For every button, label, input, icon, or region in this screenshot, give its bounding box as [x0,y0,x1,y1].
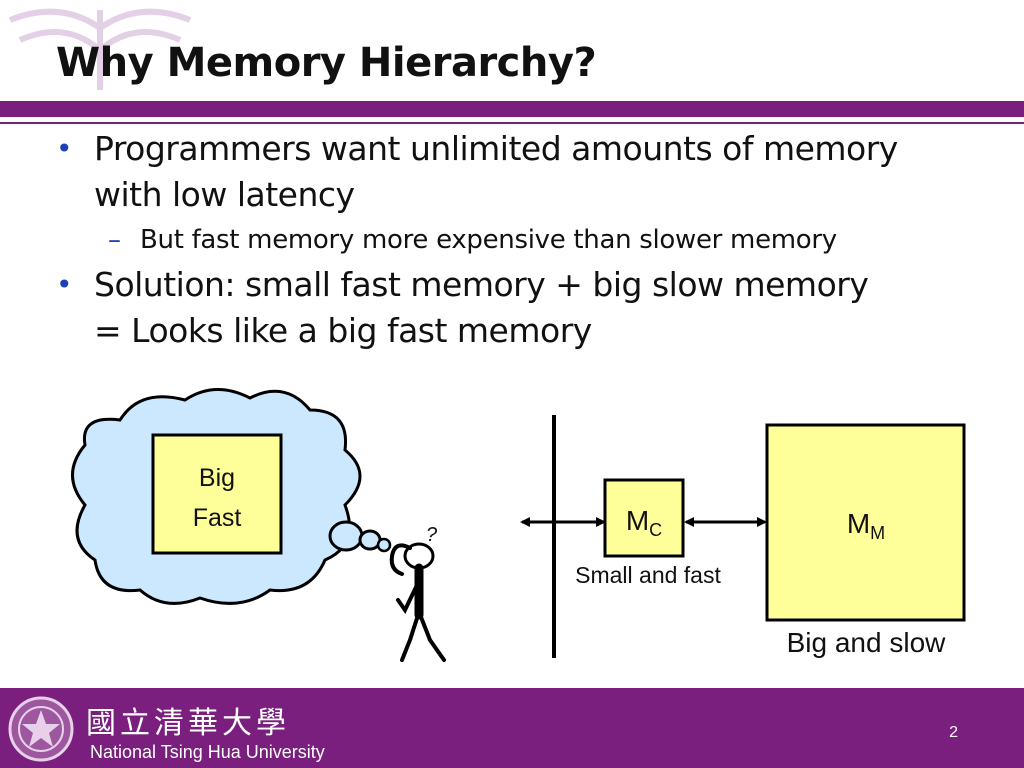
university-logo-watermark [8,8,192,90]
bullet-item: • Programmers want unlimited amounts of … [56,126,996,218]
title-bar [0,101,1024,117]
bullet-item: • Solution: small fast memory + big slow… [56,262,996,354]
question-mark: ? [426,524,438,546]
memory-diagram: Big Fast ? MC Small and fast MM Big and … [71,388,966,662]
thought-bubble [376,537,392,553]
title-underline [0,122,1024,124]
big-fast-label-line2: Fast [193,504,242,532]
sub-bullet-item: – But fast memory more expensive than sl… [56,218,996,262]
university-name-english: National Tsing Hua University [90,742,325,762]
page-title: Why Memory Hierarchy? [56,40,597,86]
footer-bar: 國立清華大學 National Tsing Hua University 2 [0,688,1024,768]
cache-caption: Small and fast [575,562,721,588]
bullet-list: • Programmers want unlimited amounts of … [56,126,996,354]
page-number: 2 [949,724,958,741]
bullet-text-cont: = Looks like a big fast memory [94,311,592,350]
main-memory-caption: Big and slow [787,627,947,658]
cache-label-sub: C [649,520,662,540]
main-memory-label: MM [847,508,885,543]
stick-figure [389,542,446,662]
bullet-dot: • [56,268,73,301]
cache-label: MC [626,505,662,540]
bullet-text: Programmers want unlimited amounts of me… [94,129,898,168]
big-fast-box [151,433,283,555]
university-seal-icon [8,696,74,762]
sub-bullet-text: But fast memory more expensive than slow… [140,225,837,255]
thought-bubble [328,520,364,552]
cache-box [603,478,685,558]
main-memory-box [765,423,966,622]
sub-bullet-dash: – [108,225,121,255]
university-name-chinese: 國立清華大學 [86,706,290,741]
bullet-text-cont: with low latency [94,175,355,214]
bullet-text: Solution: small fast memory + big slow m… [94,265,869,304]
bullet-dot: • [56,132,73,165]
main-memory-label-main: M [847,508,870,539]
cache-label-main: M [626,505,649,536]
main-memory-label-sub: M [870,523,885,543]
big-fast-label-line1: Big [199,464,235,492]
